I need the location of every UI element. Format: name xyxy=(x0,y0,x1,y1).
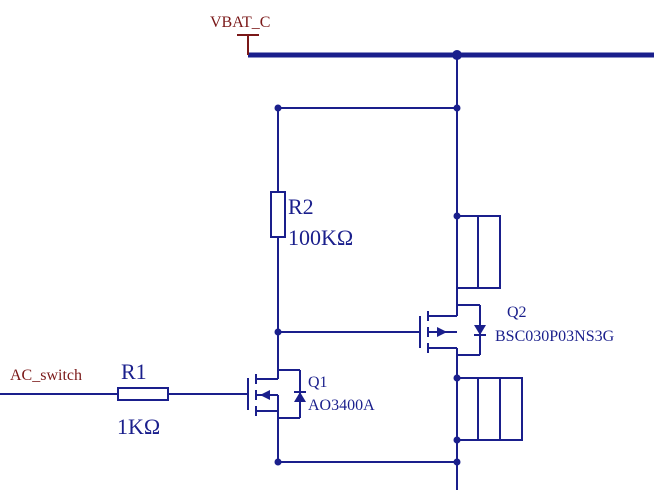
mosfet-q1-arrows xyxy=(260,390,306,402)
wires xyxy=(0,55,458,490)
lower-parallel-bank xyxy=(456,377,523,441)
upper-parallel-bank xyxy=(456,215,501,289)
resistor-r2-body xyxy=(270,191,286,238)
r2-ref-label: R2 xyxy=(288,194,314,219)
mosfet-q2-arrows xyxy=(437,325,486,337)
q2-part-label: BSC030P03NS3G xyxy=(495,328,615,345)
q1-part-label: AO3400A xyxy=(308,397,375,414)
r1-value-label: 1KΩ xyxy=(117,414,160,439)
q1-ref-label: Q1 xyxy=(308,374,328,391)
resistor-r1-body xyxy=(117,387,169,401)
r2-value-label: 100KΩ xyxy=(288,225,353,250)
ac-switch-net-label: AC_switch xyxy=(10,367,82,384)
vbat-power-symbol xyxy=(237,34,259,55)
vbat-rail xyxy=(248,50,654,60)
r1-ref-label: R1 xyxy=(121,359,147,384)
mosfet-q1-symbol xyxy=(247,369,306,419)
mosfet-q2-symbol xyxy=(412,304,486,356)
q2-ref-label: Q2 xyxy=(507,304,527,321)
vbat-net-label: VBAT_C xyxy=(210,14,270,31)
